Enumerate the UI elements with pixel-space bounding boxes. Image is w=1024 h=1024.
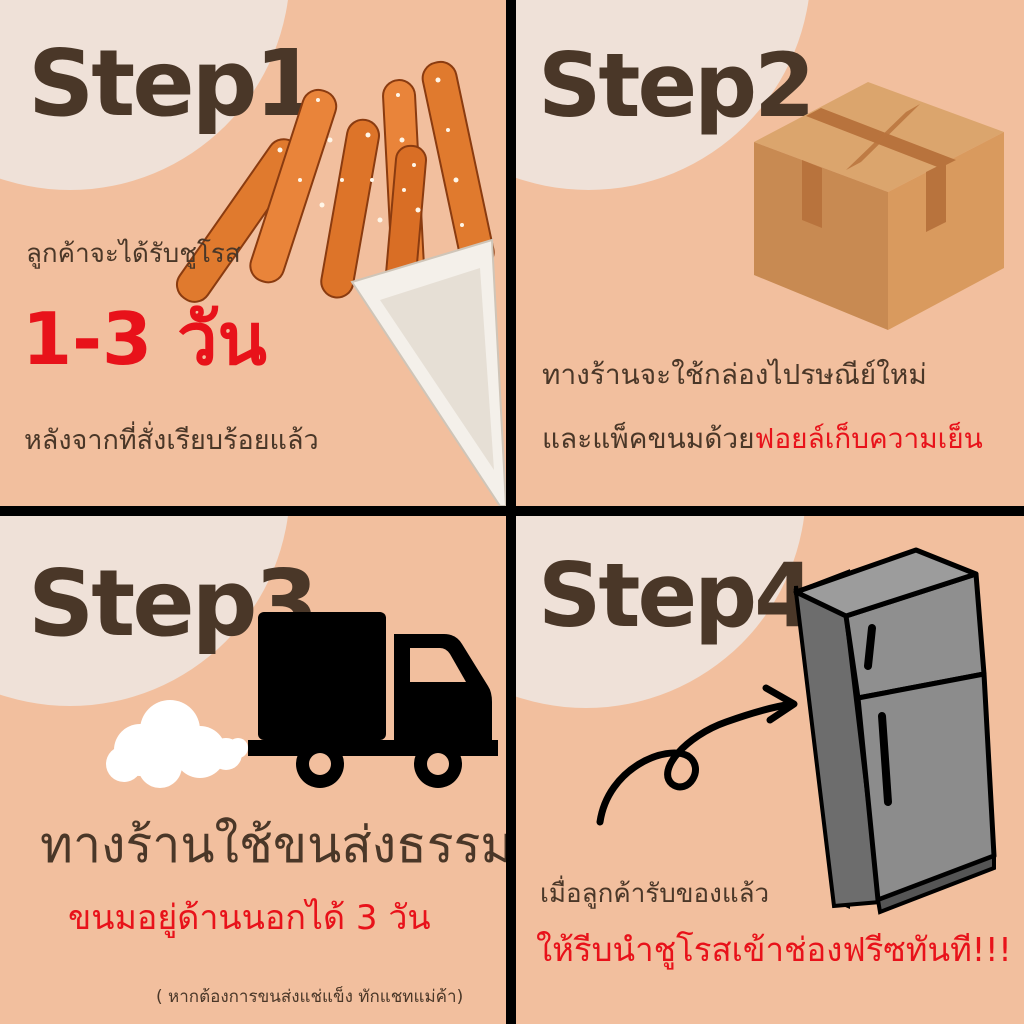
step2-label: Step2 — [538, 34, 815, 137]
step1-label: Step1 — [28, 30, 319, 137]
step2-line2-prefix: และแพ็คขนมด้วย — [542, 422, 755, 455]
step4-line2: ให้รีบนำชูโรสเข้าช่องฟรีซทันที!!! — [536, 930, 1012, 969]
box-icon — [754, 82, 1004, 330]
step4-label: Step4 — [538, 544, 815, 647]
step1-line1: ลูกค้าจะได้รับชูโรส — [26, 239, 241, 269]
step2-line1: ทางร้านจะใช้กล่องไปรษณีย์ใหม่ — [542, 358, 927, 391]
step3-panel: Step3 ทางร้า — [0, 516, 506, 1024]
step1-line2: หลังจากที่สั่งเรียบร้อยแล้ว — [24, 425, 319, 456]
step3-note: ( หากต้องการขนส่งแช่แข็ง ทักแชทแม่ค้า) — [156, 987, 464, 1007]
step4-panel: Step4 เมื่อลูกค้ารับของแล้ว ให้รีบนำชูโร… — [516, 516, 1024, 1024]
step1-panel: Step1 ลูกค้าจ — [0, 0, 506, 506]
step1-days: 1-3 วัน — [22, 297, 267, 381]
fridge-icon — [793, 547, 997, 915]
truck-icon — [248, 612, 498, 788]
step2-line2-highlight: ฟอยล์เก็บความเย็น — [754, 422, 983, 455]
step2-panel: Step2 ทางร้านจะใช้กล่องไปรษณีย์ใหม่ และแ… — [516, 0, 1024, 506]
step2-line2: และแพ็คขนมด้วยฟอยล์เก็บความเย็น — [542, 422, 983, 455]
arrow-icon — [596, 684, 798, 826]
step4-line1: เมื่อลูกค้ารับของแล้ว — [540, 879, 770, 909]
cloud-icon — [106, 700, 248, 788]
churro-icon — [175, 60, 506, 506]
step3-line1: ทางร้านใช้ขนส่งธรรมดา — [40, 816, 506, 874]
step3-line2: ขนมอยู่ด้านนอกได้ 3 วัน — [68, 898, 431, 938]
